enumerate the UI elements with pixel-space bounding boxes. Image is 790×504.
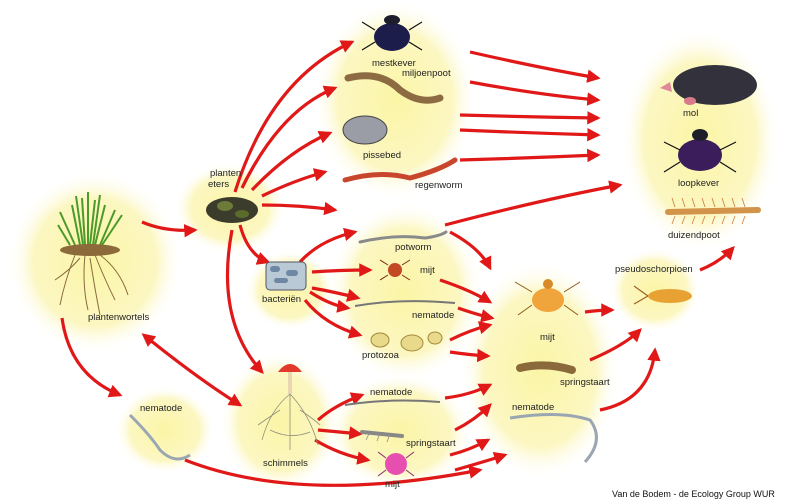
label-potworm: potworm <box>395 242 432 253</box>
label-bacteria: bacteriën <box>262 294 301 305</box>
label-woodlouse: pissebed <box>363 150 401 161</box>
label-nematode-right: nematode <box>512 402 554 413</box>
label-protozoa: protozoa <box>362 350 400 361</box>
bacteria-illustration <box>266 262 306 290</box>
label-fungi: schimmels <box>263 458 308 469</box>
label-springtail-right: springstaart <box>560 377 610 388</box>
label-mite-right: mijt <box>540 332 555 343</box>
label-roots: plantenwortels <box>88 312 150 323</box>
label-mite-mid: mijt <box>420 265 435 276</box>
springtail-right-illustration <box>520 365 572 370</box>
label-mite-low: mijt <box>385 479 400 490</box>
label-centipede: duizendpoot <box>668 230 720 241</box>
arrow-woodlouse-top <box>460 115 598 118</box>
credit-text: Van de Bodem - de Ecology Group WUR <box>612 489 775 499</box>
label-plant-eaters-line2: eters <box>208 179 229 190</box>
label-ground-beetle: loopkever <box>678 178 719 189</box>
plant-eaters-illustration <box>206 197 258 223</box>
background-blobs <box>7 0 780 492</box>
arrow-woodlouse-top2 <box>460 130 598 135</box>
woodlouse-illustration <box>343 116 387 144</box>
label-pseudoscorpion: pseudoschorpioen <box>615 264 693 275</box>
label-nematode-left: nematode <box>140 403 182 414</box>
label-mole: mol <box>683 108 698 119</box>
label-springtail-low: springstaart <box>406 438 456 449</box>
arrow-mite-pseudo <box>585 310 612 312</box>
label-nematode-low: nematode <box>370 387 412 398</box>
arrow-earthworm-top <box>460 155 598 160</box>
arrow-beetle-top2 <box>470 82 598 100</box>
label-nematode-mid: nematode <box>412 310 454 321</box>
arrow-beetle-top1 <box>470 52 598 78</box>
label-plant-eaters-line1: planten <box>210 168 241 179</box>
arrow-potworm-top <box>445 185 620 225</box>
label-earthworm: regenworm <box>415 180 463 191</box>
label-millipede: miljoenpoot <box>402 68 451 79</box>
